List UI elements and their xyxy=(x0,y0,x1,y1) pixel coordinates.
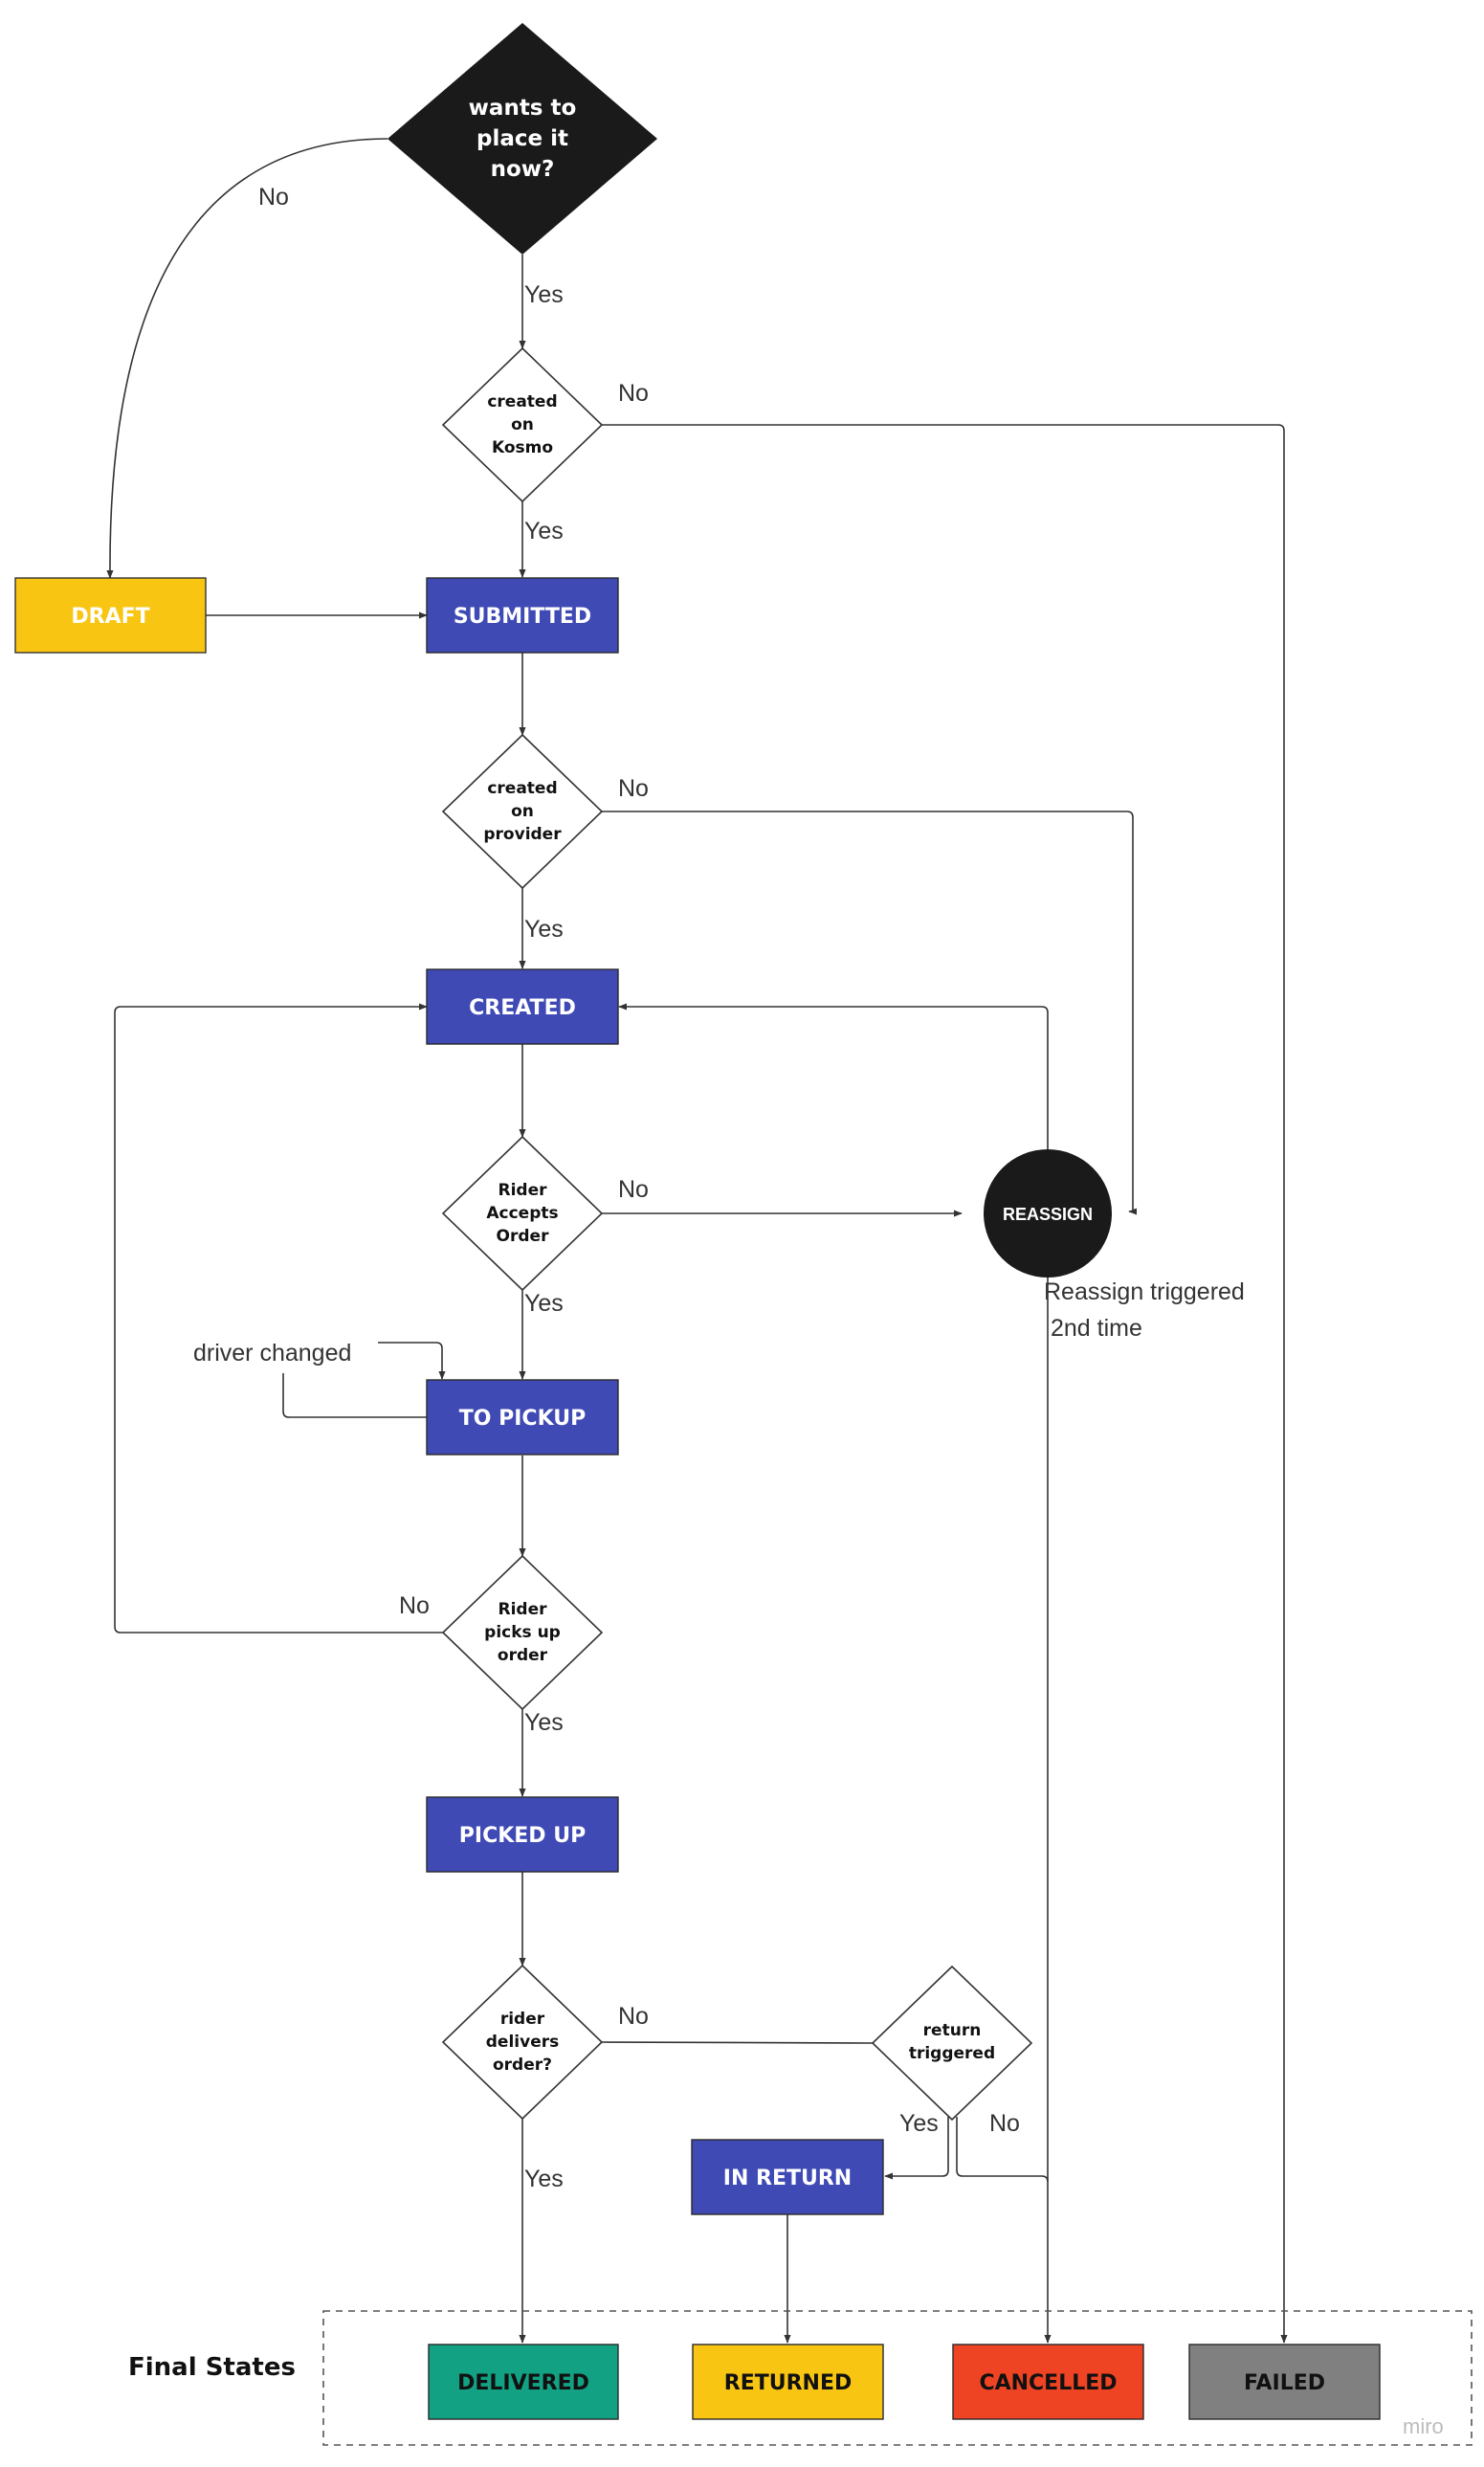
state-to-pickup-label: TO PICKUP xyxy=(459,1407,586,1431)
decision-rider-accepts-line3: Order xyxy=(497,1227,550,1246)
decision-rider-picks-line1: Rider xyxy=(498,1600,548,1619)
state-picked-up-label: PICKED UP xyxy=(459,1824,586,1848)
decision-rider-delivers-line1: rider xyxy=(500,2010,545,2029)
state-returned-label: RETURNED xyxy=(724,2371,852,2395)
label-accepts-no: No xyxy=(618,1176,649,1203)
state-delivered-box xyxy=(428,2344,619,2420)
label-accepts-yes: Yes xyxy=(524,1290,564,1317)
state-returned-box xyxy=(692,2344,884,2420)
decision-return-triggered: return triggered xyxy=(871,1965,1033,2122)
label-place-yes: Yes xyxy=(524,281,564,308)
edge-reassign-to-created xyxy=(618,1003,1049,1152)
label-return-no: No xyxy=(989,2110,1020,2137)
notes: driver changed Reassign triggered 2nd ti… xyxy=(193,1278,1245,1367)
decision-return-triggered-line1: return xyxy=(923,2021,982,2040)
reassign-label: REASSIGN xyxy=(1003,1205,1093,1224)
decision-rider-picks-line2: picks up xyxy=(484,1623,561,1642)
state-failed-label: FAILED xyxy=(1244,2371,1325,2395)
note-driver-changed: driver changed xyxy=(193,1340,351,1367)
decision-rider-picks: Rider picks up order xyxy=(441,1554,604,1711)
decision-rider-picks-shape xyxy=(441,1554,604,1711)
decision-created-kosmo-line2: on xyxy=(511,415,534,434)
state-draft: DRAFT xyxy=(14,577,207,654)
reassign-circle xyxy=(984,1149,1112,1278)
decision-return-triggered-line2: triggered xyxy=(909,2044,995,2063)
edge-delivers-no-to-return xyxy=(601,2041,874,2044)
decision-rider-accepts-line2: Accepts xyxy=(486,1204,558,1223)
state-submitted-box xyxy=(426,577,619,654)
edge-driver-changed-loop xyxy=(282,1373,427,1418)
edge-return-no-to-cancelled xyxy=(956,2117,1049,2183)
decision-place-now-shape xyxy=(388,23,657,255)
decision-rider-accepts-line1: Rider xyxy=(498,1181,548,1200)
decision-rider-delivers-line2: delivers xyxy=(486,2033,559,2052)
decision-rider-delivers: rider delivers order? xyxy=(441,1964,604,2121)
label-delivers-no: No xyxy=(618,2003,649,2030)
decision-rider-accepts: Rider Accepts Order xyxy=(441,1135,604,1292)
decision-created-provider-line3: provider xyxy=(483,825,562,844)
state-in-return-box xyxy=(691,2139,884,2215)
label-kosmo-no: No xyxy=(618,380,649,407)
edge-return-yes-to-inreturn xyxy=(884,2117,949,2180)
label-place-no: No xyxy=(258,184,289,211)
final-states-title: Final States xyxy=(128,2353,296,2382)
state-cancelled-box xyxy=(952,2344,1144,2420)
state-draft-label: DRAFT xyxy=(71,605,149,629)
label-kosmo-yes: Yes xyxy=(524,518,564,545)
state-draft-box xyxy=(14,577,207,654)
decision-created-kosmo-line3: Kosmo xyxy=(492,438,553,457)
decision-rider-picks-line3: order xyxy=(498,1646,548,1665)
edge-picks-no-to-created xyxy=(114,1003,443,1634)
state-cancelled-label: CANCELLED xyxy=(979,2371,1117,2395)
decision-created-provider: created on provider xyxy=(441,733,604,890)
label-delivers-yes: Yes xyxy=(524,2166,564,2192)
note-reassign-line1: Reassign triggered xyxy=(1044,1278,1245,1305)
note-reassign-line2: 2nd time xyxy=(1051,1315,1142,1342)
edge-place-no-to-draft xyxy=(106,138,388,579)
label-provider-yes: Yes xyxy=(524,916,564,943)
decision-rider-delivers-line3: order? xyxy=(493,2056,552,2075)
decision-created-provider-line2: on xyxy=(511,802,534,821)
state-submitted: SUBMITTED xyxy=(426,577,619,654)
state-created: CREATED xyxy=(426,968,619,1045)
state-in-return: IN RETURN xyxy=(691,2139,884,2215)
state-created-box xyxy=(426,968,619,1045)
label-picks-no: No xyxy=(399,1592,430,1619)
label-return-yes: Yes xyxy=(899,2110,939,2137)
edge-driver-changed-loop-top xyxy=(378,1342,446,1380)
state-reassign: REASSIGN xyxy=(984,1149,1112,1278)
edges xyxy=(106,138,1288,2344)
miro-watermark: miro xyxy=(1403,2414,1444,2438)
label-provider-no: No xyxy=(618,775,649,802)
state-to-pickup: TO PICKUP xyxy=(426,1379,619,1456)
decision-created-kosmo-line1: created xyxy=(487,392,557,411)
decision-rider-delivers-shape xyxy=(441,1964,604,2121)
edge-kosmo-no-to-failed xyxy=(602,424,1288,2344)
final-states-frame xyxy=(322,2310,1473,2446)
decision-place-now-line2: place it xyxy=(476,126,568,151)
edge-labels: No Yes No Yes No Yes No Yes No Yes No Ye… xyxy=(258,184,1020,2192)
decision-created-provider-shape xyxy=(441,733,604,890)
edge-provider-no-to-reassign xyxy=(602,811,1138,1215)
state-delivered-label: DELIVERED xyxy=(457,2371,589,2395)
state-picked-up-box xyxy=(426,1796,619,1873)
state-picked-up: PICKED UP xyxy=(426,1796,619,1873)
decision-created-kosmo: created on Kosmo xyxy=(441,346,604,503)
state-in-return-label: IN RETURN xyxy=(723,2167,852,2190)
decision-return-triggered-shape xyxy=(871,1965,1033,2122)
decision-created-provider-line1: created xyxy=(487,779,557,798)
decision-place-now-line3: now? xyxy=(491,157,555,182)
decision-place-now-line1: wants to xyxy=(469,96,577,121)
state-created-label: CREATED xyxy=(469,996,576,1020)
decision-place-now: wants to place it now? xyxy=(388,23,657,255)
state-failed-box xyxy=(1188,2344,1381,2420)
final-states-group: Final States DELIVERED RETURNED CANCELLE… xyxy=(128,2310,1473,2446)
decision-created-kosmo-shape xyxy=(441,346,604,503)
state-to-pickup-box xyxy=(426,1379,619,1456)
label-picks-yes: Yes xyxy=(524,1709,564,1736)
decision-rider-accepts-shape xyxy=(441,1135,604,1292)
state-submitted-label: SUBMITTED xyxy=(454,605,591,629)
